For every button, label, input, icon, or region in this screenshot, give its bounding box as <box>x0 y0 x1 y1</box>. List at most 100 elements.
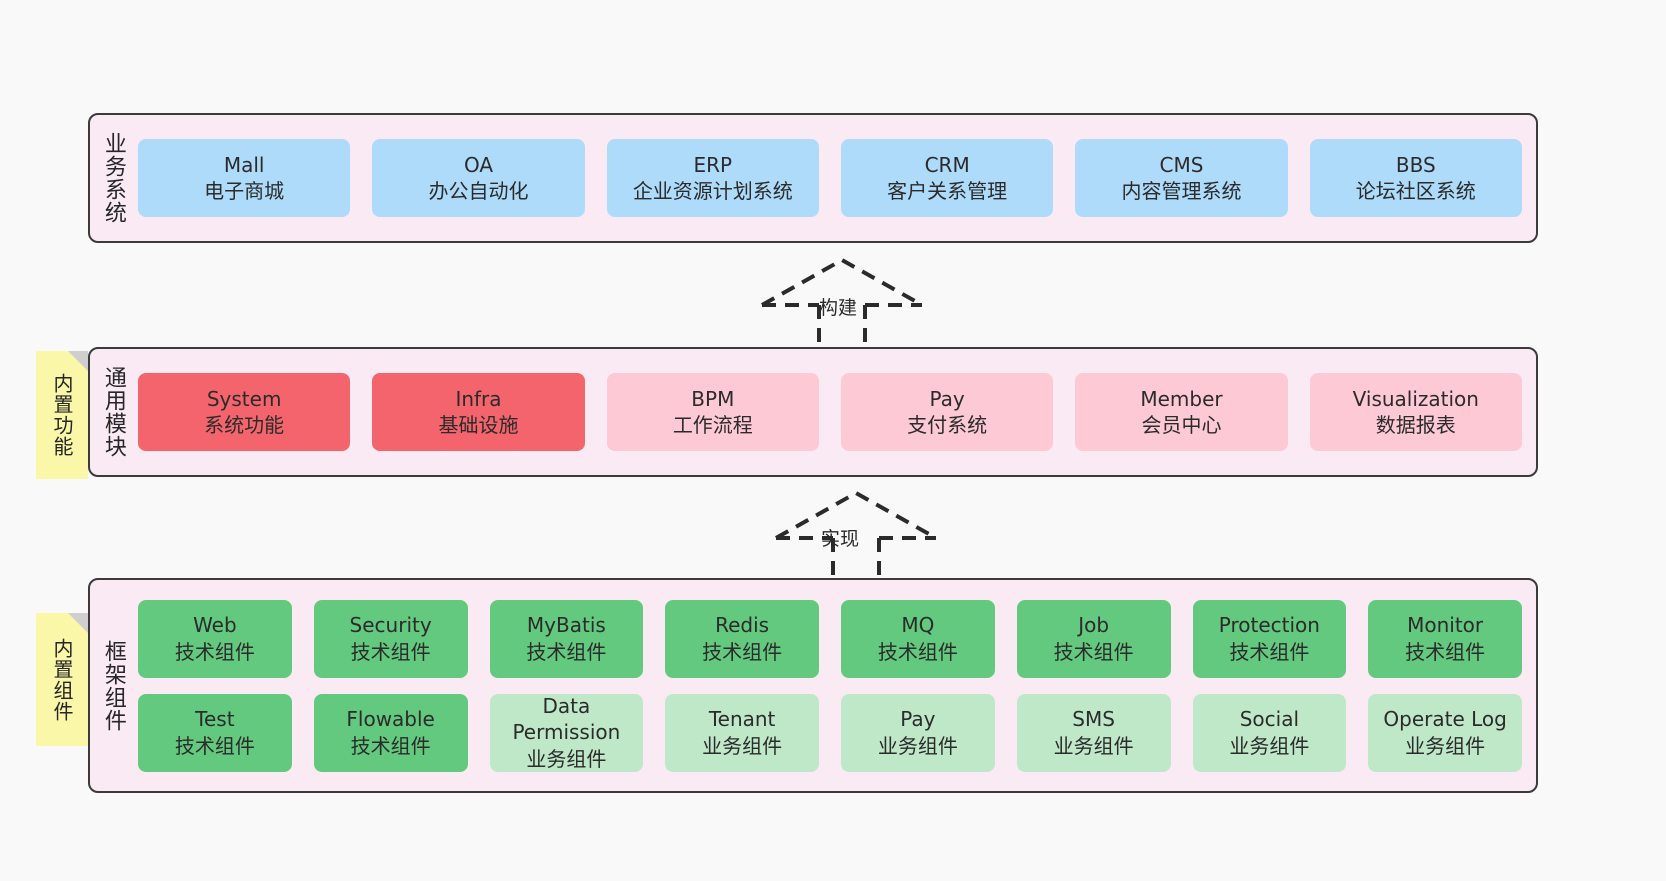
card-title-cn: 业务组件 <box>1405 733 1486 758</box>
layer-title-business-systems: 业务系统 <box>100 132 126 224</box>
arrow-label-build: 构建 <box>819 297 858 319</box>
card-title-cn: 技术组件 <box>350 639 431 664</box>
card-title-cn: 技术组件 <box>877 639 958 664</box>
card-title-cn: 系统功能 <box>204 413 285 437</box>
card-title-en: Visualization <box>1352 386 1479 411</box>
card-title-en: Security <box>349 613 432 638</box>
card-title-cn: 客户关系管理 <box>887 179 1008 203</box>
card-title-cn: 技术组件 <box>1053 639 1134 664</box>
sticky-note-builtin-components-label: 内置组件 <box>50 637 74 722</box>
card-title-cn: 支付系统 <box>907 413 988 437</box>
card-title-en: Data Permission <box>512 693 621 745</box>
card-title-cn: 业务组件 <box>702 733 783 758</box>
card-title-en: Job <box>1078 613 1110 638</box>
card-title-cn: 业务组件 <box>1229 733 1310 758</box>
card-title-cn: 基础设施 <box>438 413 519 437</box>
card-title-en: ERP <box>693 152 733 177</box>
arrow-label-implement: 实现 <box>821 528 860 550</box>
card-title-en: Redis <box>715 613 770 638</box>
card-title-cn: 数据报表 <box>1375 413 1456 437</box>
card-title-en: Member <box>1140 386 1223 411</box>
card-title-en: Test <box>195 707 235 732</box>
card-title-en: Tenant <box>708 707 776 732</box>
arrow-build: 构建 <box>757 255 927 347</box>
card-title-en: SMS <box>1072 707 1115 732</box>
sticky-note-builtin-components: 内置组件 <box>36 613 88 746</box>
card-title-cn: 企业资源计划系统 <box>632 179 793 203</box>
card-title-cn: 技术组件 <box>1405 639 1486 664</box>
card-title-cn: 电子商城 <box>204 179 285 203</box>
card-title-cn: 论坛社区系统 <box>1355 179 1476 203</box>
card-title-en: Monitor <box>1407 613 1484 638</box>
card-title-cn: 技术组件 <box>174 733 255 758</box>
card-title-en: CRM <box>924 152 970 177</box>
card-title-en: Social <box>1239 707 1300 732</box>
card-title-cn: 业务组件 <box>1053 733 1134 758</box>
card-title-cn: 业务组件 <box>526 746 607 771</box>
card-title-cn: 技术组件 <box>526 639 607 664</box>
card-title-cn: 技术组件 <box>174 639 255 664</box>
card-title-cn: 业务组件 <box>877 733 958 758</box>
card-title-en: Flowable <box>346 707 435 732</box>
card-title-cn: 办公自动化 <box>428 179 529 203</box>
card-title-en: BBS <box>1395 152 1436 177</box>
card-title-en: System <box>206 386 282 411</box>
layer-title-framework-components: 框架组件 <box>100 639 126 732</box>
card-title-cn: 技术组件 <box>702 639 783 664</box>
card-title-cn: 技术组件 <box>350 733 431 758</box>
card-title-cn: 会员中心 <box>1141 413 1222 437</box>
sticky-note-builtin-functions-label: 内置功能 <box>50 373 74 457</box>
card-title-en: Web <box>193 613 237 638</box>
card-title-en: BPM <box>691 386 735 411</box>
card-title-en: CMS <box>1159 152 1204 177</box>
card-title-en: Infra <box>455 386 502 411</box>
card-title-cn: 技术组件 <box>1229 639 1310 664</box>
card-title-en: Pay <box>929 386 965 411</box>
card-title-cn: 工作流程 <box>672 413 753 437</box>
card-title-en: Operate Log <box>1383 707 1507 732</box>
card-title-en: MQ <box>901 613 935 638</box>
card-title-en: Pay <box>900 707 936 732</box>
card-title-cn: 内容管理系统 <box>1121 179 1242 203</box>
arrow-implement: 实现 <box>771 488 941 580</box>
